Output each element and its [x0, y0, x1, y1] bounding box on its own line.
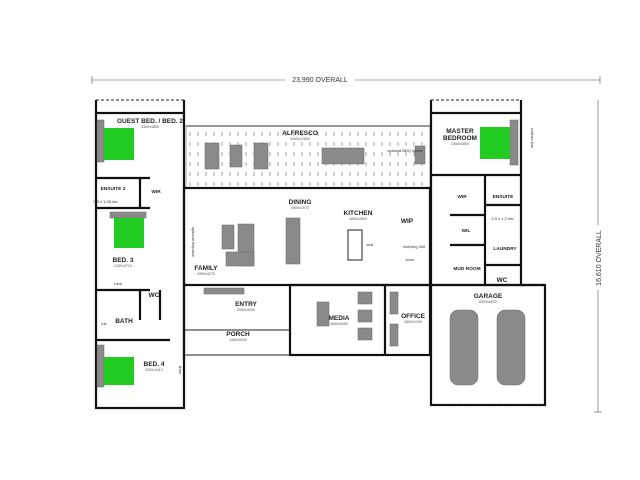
- room-size: 3600x5050: [330, 322, 348, 326]
- room-size: 3200x4110: [145, 368, 163, 372]
- room-size: 6000x6000: [479, 300, 497, 304]
- car-right: [496, 309, 526, 386]
- room-label: BATH: [115, 318, 133, 325]
- room-label: WC: [149, 292, 160, 299]
- room-label: WIR: [457, 194, 467, 200]
- room-size: 4950x3970: [291, 206, 309, 210]
- sink-note: sink: [366, 242, 373, 247]
- room-label: BED. 3: [113, 257, 134, 264]
- overall-depth-dimension: 16,610 OVERALL: [593, 100, 603, 413]
- shower-note-right: 0.9 x 1.2 shr.: [492, 216, 515, 221]
- room-size: 3150x3710: [114, 264, 132, 268]
- room-size: 3300x4800: [451, 142, 469, 146]
- bed-3: [109, 211, 147, 248]
- overall-depth-label: 16,610 OVERALL: [596, 230, 603, 286]
- room-label: GUEST BED. / BED. 2: [117, 118, 183, 125]
- overall-width-dimension: 23,990 OVERALL: [91, 75, 601, 84]
- room-label: ALFRESCO: [282, 130, 318, 137]
- room-label: WIR: [151, 189, 161, 195]
- room-label: MUD ROOM: [453, 266, 480, 272]
- room-label: GARAGE: [474, 293, 503, 300]
- room-label: FAMILY: [194, 265, 218, 272]
- room-label: KITCHEN: [344, 210, 373, 217]
- room-label: OFFICE: [401, 313, 425, 320]
- room-label: PORCH: [226, 331, 250, 338]
- room-label: MASTER: [446, 128, 474, 135]
- room-label: MEDIA: [329, 315, 350, 322]
- room-label: BED. 4: [144, 361, 165, 368]
- clothes-line-note: clothes line: [530, 128, 535, 149]
- car-left: [449, 309, 479, 386]
- overall-width-label: 23,990 OVERALL: [292, 77, 348, 84]
- linen-note: linen: [178, 366, 183, 374]
- room-label: ENSUITE 2: [101, 186, 126, 192]
- room-size: 3500x2100: [404, 320, 422, 324]
- room-size: 3300x4800: [141, 125, 159, 129]
- tub-note: tub: [101, 321, 107, 326]
- shelving-note: shelving 3x6: [403, 244, 426, 249]
- bed-master: [480, 119, 519, 166]
- store-note: store: [406, 257, 416, 262]
- shower-note-left: 0.9 x 1.05 shr.: [93, 199, 118, 204]
- room-size: 4650x2800: [349, 217, 367, 221]
- room-size: 4950x4270: [197, 272, 215, 276]
- robe-note: robe: [114, 281, 123, 286]
- bed-4: [96, 344, 134, 388]
- room-label: DINING: [289, 199, 312, 206]
- walls: [94, 99, 547, 410]
- bed-guest: [96, 119, 134, 163]
- room-label: BEDROOM: [443, 135, 477, 142]
- room-size: 2050x4900: [237, 308, 255, 312]
- alfresco-deck: [185, 125, 431, 189]
- room-size: 3400x12650: [290, 137, 310, 141]
- room-label: WIP: [401, 218, 414, 225]
- fireplace-note: optional fireplace: [191, 227, 196, 258]
- room-label: WIL: [462, 228, 471, 234]
- room-label: LAUNDRY: [493, 246, 517, 252]
- furniture: [203, 142, 426, 347]
- room-label: ENTRY: [235, 301, 257, 308]
- room-label: WC: [497, 277, 508, 284]
- bbq-note: optional BBQ space: [387, 148, 423, 153]
- room-size: 1450x5000: [229, 338, 247, 342]
- room-label: ENSUITE: [493, 194, 515, 200]
